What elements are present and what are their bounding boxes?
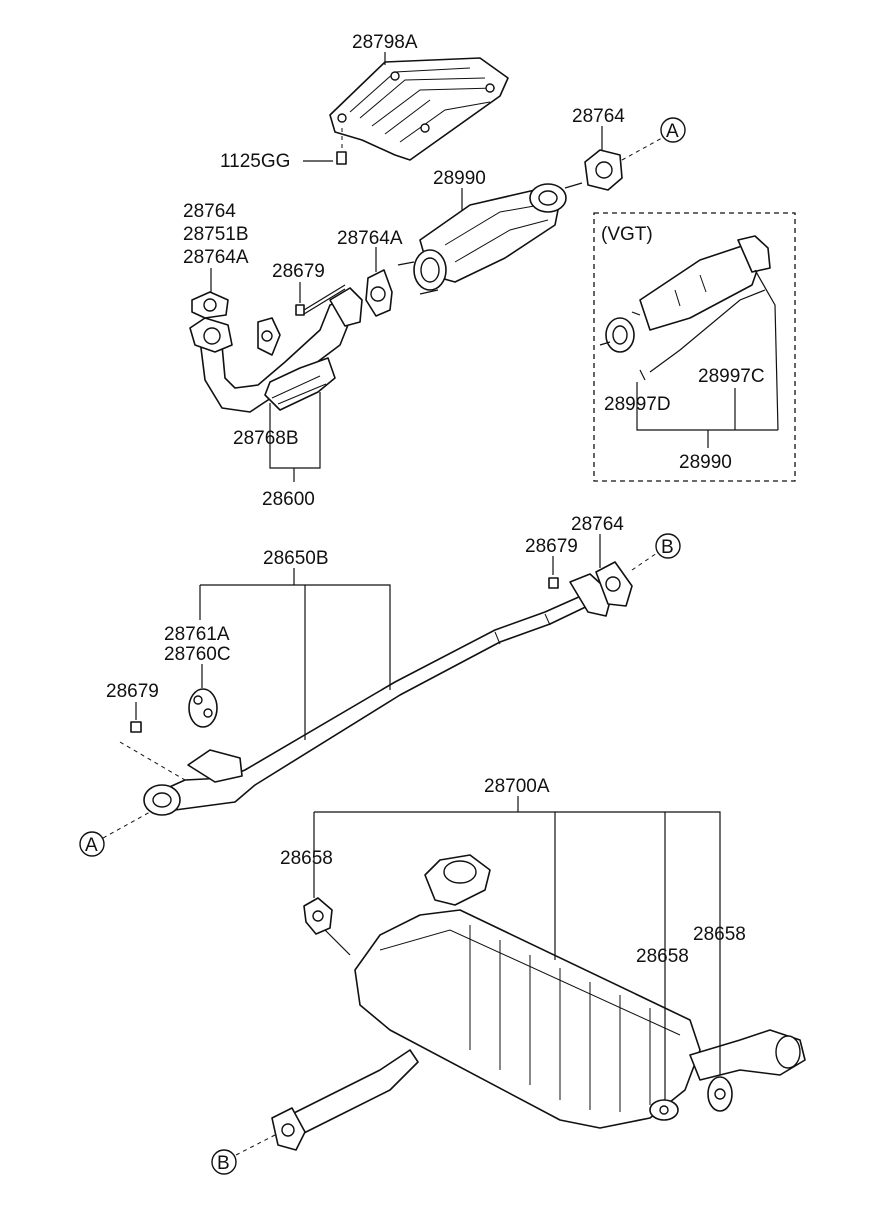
callout-a-top[interactable]: A — [660, 117, 686, 143]
label-front-stack-3: 28764A — [183, 247, 249, 268]
dash-b-top — [631, 552, 658, 571]
label-28768b: 28768B — [233, 428, 299, 449]
catalytic-converter-28990 — [397, 182, 583, 295]
leader-28600-bracket — [269, 392, 321, 469]
label-28997c: 28997C — [698, 366, 765, 387]
svg-text:A: A — [85, 835, 98, 856]
hanger-28658-mid — [649, 1099, 679, 1121]
label-28760c: 28760C — [164, 644, 231, 665]
leader-28650b-a — [200, 584, 391, 690]
label-28679-right: 28679 — [525, 536, 578, 557]
leader-vgt-bracket — [636, 382, 778, 431]
heat-shield-28798a — [329, 57, 509, 161]
dash-to-a — [621, 137, 663, 161]
label-28764-rear: 28764 — [572, 106, 625, 127]
vgt-box — [593, 212, 796, 482]
label-vgt: (VGT) — [601, 224, 653, 245]
label-28679-left: 28679 — [106, 681, 159, 702]
hanger-28658-left — [303, 897, 351, 956]
label-28990: 28990 — [433, 168, 486, 189]
rubber-hanger-28761a — [188, 688, 218, 728]
label-28798a: 28798A — [352, 32, 418, 53]
label-vgt-28990: 28990 — [679, 452, 732, 473]
bolt-28679-top — [295, 284, 346, 316]
label-front-stack-1: 28764 — [183, 201, 236, 222]
callout-a-bottom[interactable]: A — [79, 831, 105, 857]
gasket-28764-rear — [584, 149, 623, 191]
gasket-28764a-mid — [365, 269, 393, 317]
callout-b-bottom[interactable]: B — [211, 1149, 237, 1175]
label-28600: 28600 — [262, 489, 315, 510]
dash-b-bottom — [235, 1134, 276, 1156]
label-1125gg: 1125GG — [220, 151, 290, 172]
label-28679-top: 28679 — [272, 261, 325, 282]
muffler-28700a — [271, 854, 806, 1151]
hanger-28658-right — [707, 1076, 733, 1112]
nut-28679-right — [548, 577, 559, 589]
svg-text:B: B — [217, 1153, 230, 1174]
vgt-catalyst-assembly — [599, 235, 779, 431]
svg-text:B: B — [661, 537, 674, 558]
label-28764-center: 28764 — [571, 514, 624, 535]
label-28658-mid: 28658 — [636, 946, 689, 967]
label-front-stack-2: 28751B — [183, 224, 249, 245]
label-28650b: 28650B — [263, 548, 329, 569]
label-28764a-mid: 28764A — [337, 228, 403, 249]
label-28658-right: 28658 — [693, 924, 746, 945]
leader-28700a-bracket — [314, 811, 721, 1075]
label-28997d: 28997D — [604, 394, 671, 415]
nut-28679-left — [119, 721, 186, 781]
callout-b-top[interactable]: B — [655, 533, 681, 559]
gasket-front-stack — [191, 291, 229, 319]
dash-a-bottom — [102, 811, 151, 839]
label-28761a: 28761A — [164, 624, 230, 645]
gasket-28764-center — [595, 561, 633, 607]
bolt-1125gg — [303, 128, 347, 165]
label-28700a: 28700A — [484, 776, 550, 797]
svg-text:A: A — [666, 121, 679, 142]
label-28658-left: 28658 — [280, 848, 333, 869]
